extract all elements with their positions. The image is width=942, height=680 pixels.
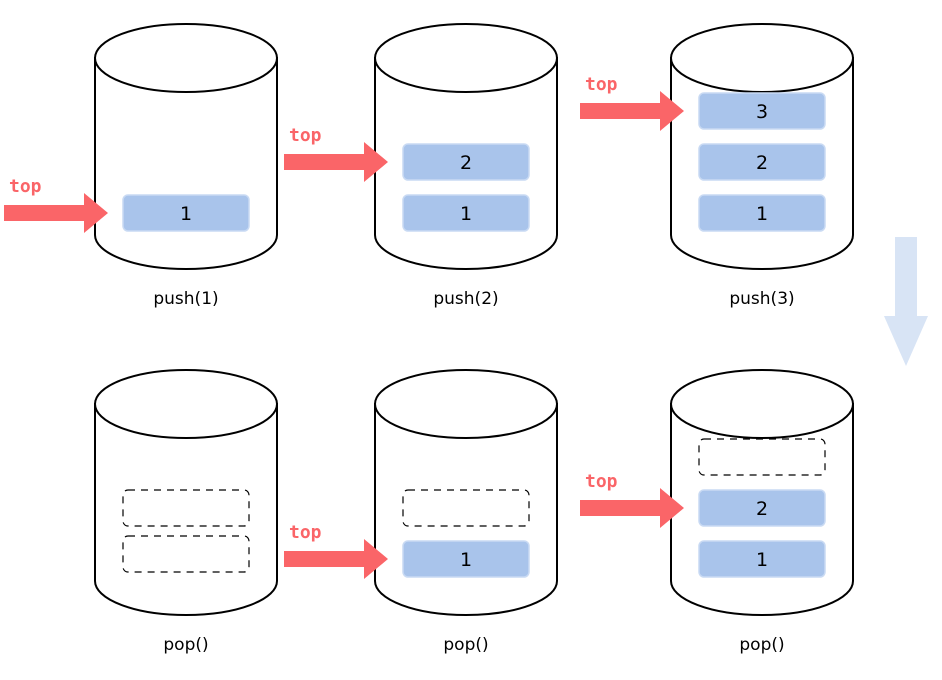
popped-slot-outline	[122, 489, 250, 527]
stack-item-label: 2	[460, 152, 472, 174]
operation-caption: pop()	[739, 635, 784, 655]
operation-caption: pop()	[443, 635, 488, 655]
top-pointer-arrow	[4, 193, 108, 233]
stack-item-box	[698, 143, 826, 181]
stack-item-label: 2	[756, 498, 768, 520]
stack-item-box	[698, 92, 826, 130]
top-pointer-label: top	[289, 522, 322, 543]
stack-item-label: 1	[756, 203, 768, 225]
stack-item-box	[122, 194, 250, 232]
stack-item-box	[698, 489, 826, 527]
stack-item-box	[402, 540, 530, 578]
cylinder-body	[94, 403, 278, 616]
stack-item-label: 3	[756, 101, 768, 123]
stack-item-label: 1	[756, 549, 768, 571]
stack-panel: pop()	[94, 369, 278, 655]
stack-panel: 1 2 3 top push(3)	[580, 23, 854, 309]
stack-item-box	[698, 540, 826, 578]
top-pointer-arrow	[284, 142, 388, 182]
cylinder-rim	[94, 23, 278, 93]
top-pointer-arrow	[284, 539, 388, 579]
cylinder-rim	[670, 369, 854, 439]
stack-item-box	[698, 194, 826, 232]
operation-caption: push(1)	[153, 289, 218, 309]
cylinder-rim	[374, 369, 558, 439]
stack-item-label: 2	[756, 152, 768, 174]
top-pointer-label: top	[289, 125, 322, 146]
popped-slot-outline	[698, 438, 826, 476]
top-pointer-label: top	[585, 74, 618, 95]
operation-caption: push(3)	[729, 289, 794, 309]
cylinder-rim	[94, 369, 278, 439]
stack-item-label: 1	[180, 203, 192, 225]
stack-item-label: 1	[460, 203, 472, 225]
stack-item-box	[402, 143, 530, 181]
top-pointer-arrow	[580, 91, 684, 131]
popped-slot-outline	[402, 489, 530, 527]
stack-panel: 1 top push(1)	[4, 23, 278, 309]
down-flow-arrow	[884, 237, 928, 366]
popped-slot-outline	[122, 535, 250, 573]
cylinder-rim	[670, 23, 854, 93]
stack-panel: 1 top pop()	[284, 369, 558, 655]
stack-item-label: 1	[460, 549, 472, 571]
stack-item-box	[402, 194, 530, 232]
operation-caption: push(2)	[433, 289, 498, 309]
top-pointer-label: top	[9, 176, 42, 197]
panels-layer: 1 top push(1) 1 2 top push(2) 1 2 3 top push(3) pop(…	[4, 23, 854, 655]
cylinder-rim	[374, 23, 558, 93]
stack-panel: 1 2 top pop()	[580, 369, 854, 655]
top-pointer-arrow	[580, 488, 684, 528]
operation-caption: pop()	[163, 635, 208, 655]
top-pointer-label: top	[585, 471, 618, 492]
stack-panel: 1 2 top push(2)	[284, 23, 558, 309]
